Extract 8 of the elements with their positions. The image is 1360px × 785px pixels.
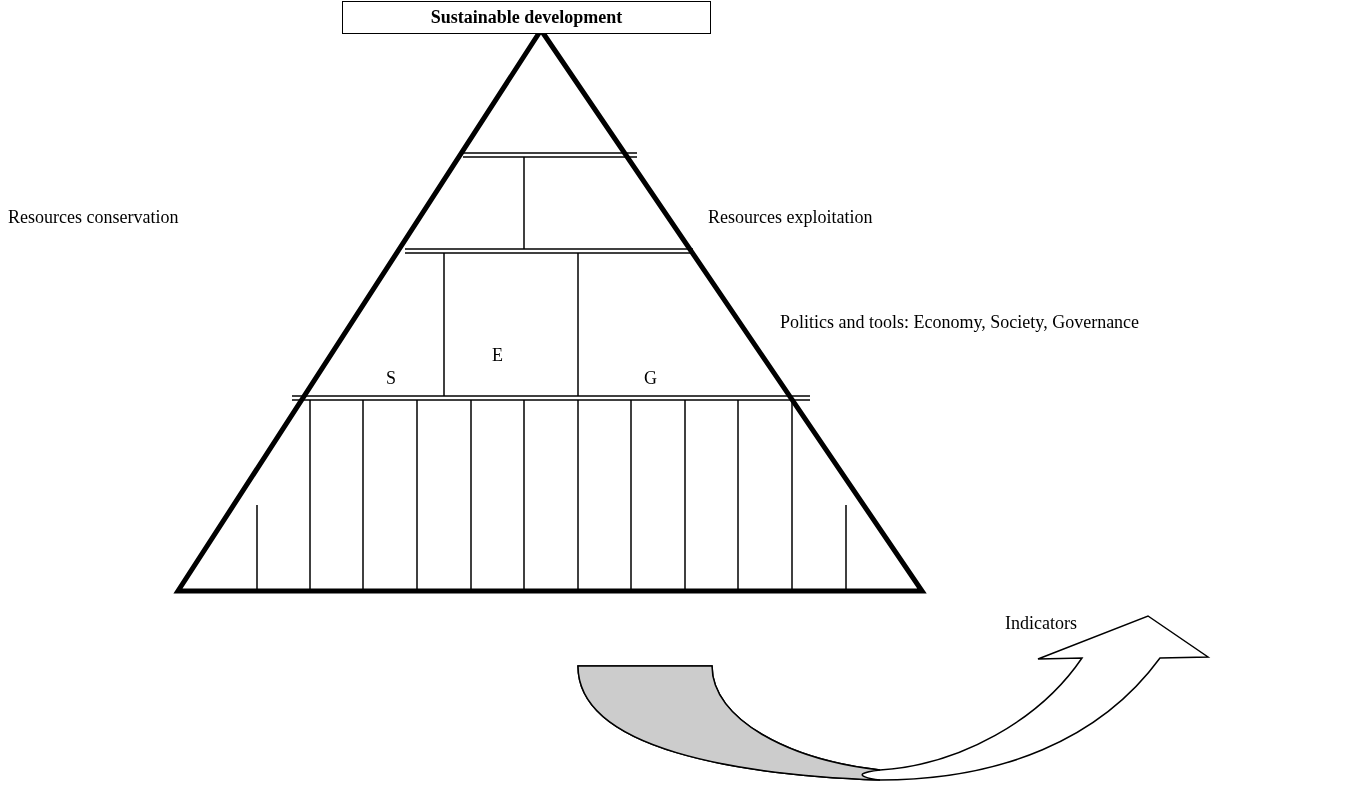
side-label: Politics and tools: Economy, Society, Governance xyxy=(780,312,1140,333)
side-label: Resources conservation xyxy=(8,207,179,228)
section-letter: E xyxy=(492,345,503,366)
section-letter: S xyxy=(386,368,396,389)
arrow-label: Indicators xyxy=(1005,613,1077,634)
side-label: Resources exploitation xyxy=(708,207,873,228)
section-letter: G xyxy=(644,368,657,389)
title-box: Sustainable development xyxy=(342,1,711,34)
